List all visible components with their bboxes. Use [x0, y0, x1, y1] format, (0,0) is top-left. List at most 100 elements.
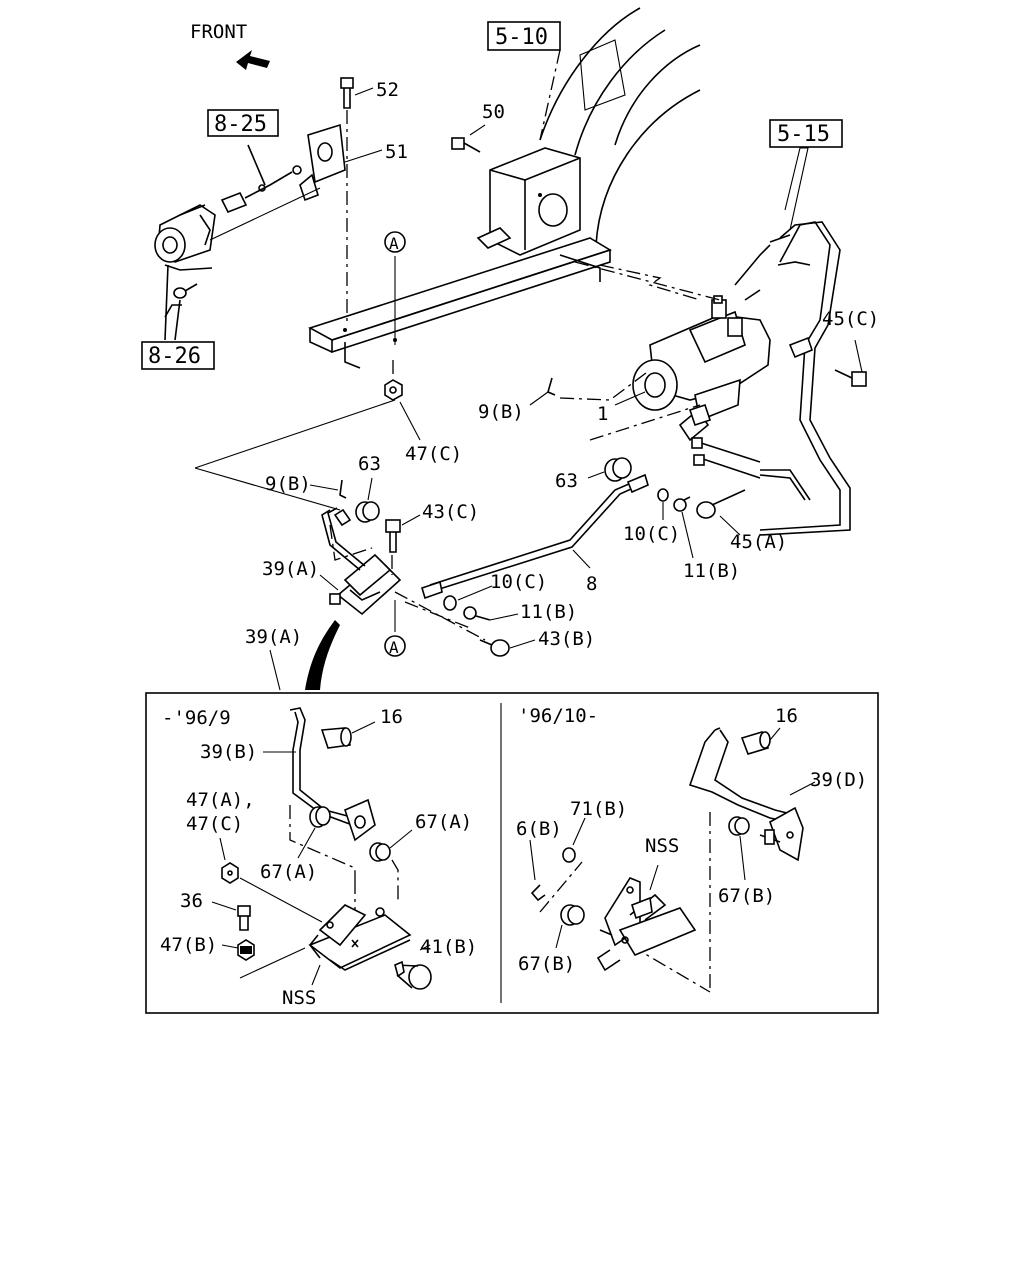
ref-box-8-25[interactable]: 8-25 [207, 109, 279, 137]
front-label: FRONT [190, 21, 247, 43]
plate-39b [344, 798, 376, 842]
lever-39d [688, 729, 791, 823]
nut-47a-47c[interactable] [221, 862, 239, 884]
label-39a: 39(A) [262, 558, 319, 580]
label-45c: 45(C) [822, 308, 879, 330]
pin-41b[interactable] [394, 960, 432, 990]
detail-left-label-47b: 47(B) [160, 934, 217, 956]
washer-10c-right[interactable] [657, 488, 669, 502]
sleeve-16-right[interactable] [740, 731, 771, 755]
detail-left-label-39b: 39(B) [200, 741, 257, 763]
control-rod-8[interactable] [421, 473, 649, 600]
detail-left-label-47a: 47(A), [186, 789, 255, 811]
washer-10c-mid[interactable] [443, 595, 457, 611]
grommet-67a-upper[interactable] [309, 806, 331, 828]
mounting-bracket [476, 147, 581, 256]
ref-box-5-10-label: 5-10 [495, 25, 548, 50]
detail-left-label-67a-right: 67(A) [415, 811, 472, 833]
label-11b-right: 11(B) [683, 560, 740, 582]
ref-box-8-26[interactable]: 8-26 [141, 341, 215, 370]
bolt-36[interactable] [237, 905, 251, 931]
label-43b: 43(B) [538, 628, 595, 650]
front-arrow-icon [236, 50, 270, 70]
clip-9b-top[interactable] [547, 377, 556, 396]
label-39a-detail: 39(A) [245, 626, 302, 648]
ref-box-8-26-label: 8-26 [148, 344, 201, 369]
clip-6b[interactable] [530, 884, 546, 902]
bracket-51[interactable] [299, 123, 346, 202]
nut-47c[interactable] [384, 379, 403, 401]
detail-box [145, 692, 879, 1014]
detail-left-header: -'96/9 [162, 707, 231, 729]
label-9b-top: 9(B) [478, 401, 524, 423]
label-50: 50 [482, 101, 505, 123]
detail-left: -'96/9 [160, 706, 477, 1009]
ref-box-5-15-label: 5-15 [777, 122, 830, 147]
ref-box-5-10[interactable]: 5-10 [487, 21, 561, 51]
ref-box-8-25-label: 8-25 [214, 112, 267, 137]
label-43c: 43(C) [422, 501, 479, 523]
label-1: 1 [597, 403, 608, 425]
vacuum-actuator[interactable] [154, 204, 216, 263]
label-52: 52 [376, 79, 399, 101]
grommet-67b-upper[interactable] [728, 816, 750, 836]
bolt-52[interactable] [340, 77, 354, 325]
cross-member [307, 237, 612, 369]
callout-a-top: A [384, 231, 406, 253]
cab-frame-member [539, 7, 701, 246]
label-51: 51 [385, 141, 408, 163]
label-8: 8 [586, 573, 597, 595]
screw-8-26[interactable] [164, 264, 213, 299]
detail-left-label-nss: NSS [282, 987, 316, 1009]
detail-left-label-67a-left: 67(A) [260, 861, 317, 883]
heater-pipes [734, 147, 851, 536]
label-63-left: 63 [358, 453, 381, 475]
grommet-67a-lower[interactable] [369, 842, 391, 862]
label-10c-right: 10(C) [623, 523, 680, 545]
sensor-switch[interactable] [220, 144, 302, 214]
detail-right-label-39d: 39(D) [810, 769, 867, 791]
grommet-63-left[interactable] [355, 501, 380, 523]
ref-box-5-15[interactable]: 5-15 [769, 119, 843, 148]
grommet-63-right[interactable] [604, 457, 632, 482]
detail-right-label-67b-left: 67(B) [518, 953, 575, 975]
pin-11b-right[interactable] [673, 496, 691, 512]
detail-left-label-16: 16 [380, 706, 403, 728]
bolt-43c[interactable] [385, 519, 401, 553]
lever-assembly-39a[interactable] [321, 507, 402, 616]
lever-39b [289, 707, 356, 819]
svg-text:A: A [389, 234, 399, 253]
heater-valve-1[interactable] [632, 295, 771, 442]
label-47c: 47(C) [405, 443, 462, 465]
bracket-nss-right[interactable] [596, 877, 697, 972]
nut-47b[interactable] [237, 939, 255, 961]
grommet-67b-lower[interactable] [560, 904, 585, 926]
bolt-45a[interactable] [691, 437, 761, 519]
callout-a-bottom: A [384, 635, 406, 657]
label-63-right: 63 [555, 470, 578, 492]
bolt-50[interactable] [451, 124, 486, 153]
sleeve-16-left[interactable] [320, 727, 352, 749]
bolt-45c[interactable] [834, 369, 867, 387]
detail-right-label-6b: 6(B) [516, 818, 562, 840]
label-45a: 45(A) [730, 531, 787, 553]
detail-right-label-nss: NSS [645, 835, 679, 857]
detail-right-label-67b-right: 67(B) [718, 885, 775, 907]
detail-right-label-16: 16 [775, 705, 798, 727]
detail-right: '96/10- [516, 705, 867, 993]
label-11b-mid: 11(B) [520, 601, 577, 623]
bolt-43b[interactable] [479, 639, 510, 657]
pin-11b-mid[interactable] [463, 606, 491, 621]
detail-left-label-36: 36 [180, 890, 203, 912]
label-10c-mid: 10(C) [490, 571, 547, 593]
detail-left-label-47c: 47(C) [186, 813, 243, 835]
detail-left-label-41b: 41(B) [420, 936, 477, 958]
bracket-nss-left[interactable] [308, 904, 412, 971]
svg-text:A: A [389, 638, 399, 657]
detail-right-label-71b: 71(B) [570, 798, 627, 820]
washer-71b[interactable] [562, 847, 576, 863]
clip-9b-left[interactable] [339, 479, 347, 499]
label-9b-left: 9(B) [265, 473, 311, 495]
detail-right-header: '96/10- [518, 705, 598, 727]
